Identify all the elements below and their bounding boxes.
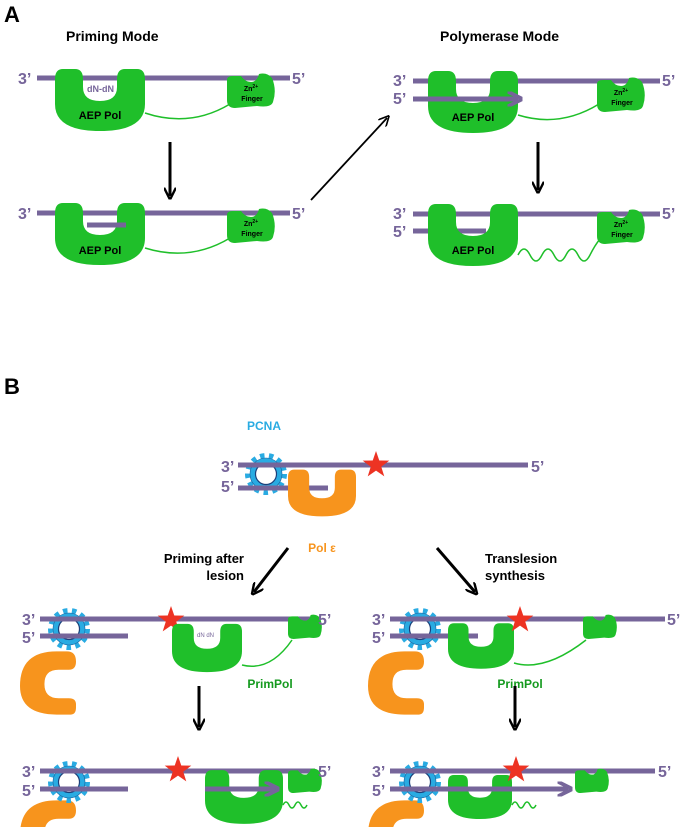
pcna-clamp: [402, 611, 439, 648]
aep-pol-label: AEP Pol: [79, 110, 122, 122]
end-label-5: 5’: [221, 479, 234, 496]
pol-epsilon-shape: [288, 469, 356, 517]
zn-label: Zn2+: [614, 88, 628, 97]
end-label-5: 5’: [662, 73, 675, 90]
arrow-diagonal: [310, 118, 387, 201]
primpol-shape: [205, 770, 283, 824]
arrow-priming: [254, 547, 290, 592]
primpol-tls-2: 3’ 5’ 5’: [368, 756, 671, 827]
finger-label: Finger: [611, 100, 633, 107]
pol-epsilon-shape: [368, 651, 424, 715]
linker: [144, 237, 231, 254]
stalled-fork: PCNA 3’ 5’ 5’ Pol ε: [221, 419, 544, 555]
finger-label: Finger: [241, 96, 263, 103]
linker: [144, 103, 231, 120]
priming-step-2: 3’ 5’ AEP Pol Zn2+ Finger: [18, 203, 305, 265]
primpol-tls-1: 3’ 5’ 5’ PrimPol: [368, 606, 680, 715]
priming-mode-title: Priming Mode: [66, 28, 159, 44]
end-label-5: 5’: [22, 630, 35, 647]
end-label-5: 5’: [372, 783, 385, 800]
pcna-clamp: [51, 611, 88, 648]
end-label-5: 5’: [318, 612, 331, 629]
linker: [517, 103, 600, 121]
aep-pol-label: AEP Pol: [452, 245, 495, 257]
end-label-3: 3’: [372, 764, 385, 781]
pol-epsilon-shape: [20, 651, 76, 715]
end-label-5: 5’: [658, 764, 671, 781]
end-label-5: 5’: [531, 459, 544, 476]
end-label-5: 5’: [662, 206, 675, 223]
end-label-3: 3’: [372, 612, 385, 629]
primpol-label: PrimPol: [247, 677, 292, 691]
finger-label: Finger: [611, 232, 633, 239]
zn-label: Zn2+: [614, 220, 628, 229]
wavy-linker: [517, 238, 601, 262]
finger-label: Finger: [241, 231, 263, 238]
priming-after-lesion-label: Priming after: [164, 551, 244, 566]
polymerase-step-1: 3’ 5’ 5’ AEP Pol Zn2+ Finger: [393, 71, 675, 133]
end-label-5: 5’: [667, 612, 680, 629]
end-label-5: 5’: [393, 91, 406, 108]
end-label-5: 5’: [393, 224, 406, 241]
pol-epsilon-shape: [20, 800, 76, 827]
end-label-5: 5’: [372, 630, 385, 647]
end-label-5: 5’: [22, 783, 35, 800]
end-label-5: 5’: [318, 764, 331, 781]
end-label-3: 3’: [393, 206, 406, 223]
panel-a-label: A: [4, 2, 20, 27]
end-label-3: 3’: [393, 73, 406, 90]
pol-epsilon-shape: [368, 800, 424, 827]
end-label-3: 3’: [221, 459, 234, 476]
wavy-linker: [282, 801, 308, 809]
aep-pol-label: AEP Pol: [79, 245, 122, 257]
end-label-3: 3’: [22, 612, 35, 629]
translesion-synthesis-label: Translesion: [485, 551, 557, 566]
primpol-label: PrimPol: [497, 677, 542, 691]
primpol-repriming-1: 3’ 5’ dN dN 5’ PrimPol: [20, 606, 331, 715]
priming-after-lesion-label: lesion: [206, 568, 244, 583]
lesion-star: [164, 756, 192, 782]
dn-dn-label: dN dN: [197, 633, 214, 639]
primpol-shape: [172, 623, 242, 673]
end-label-5: 5’: [292, 206, 305, 223]
polymerase-step-2: 3’ 5’ 5’ AEP Pol Zn2+ Finger: [393, 204, 675, 266]
polymerase-mode-title: Polymerase Mode: [440, 28, 559, 44]
lesion-star: [362, 451, 390, 477]
linker: [513, 639, 587, 666]
primpol-shape: [448, 774, 512, 820]
pol-epsilon-label: Pol ε: [308, 541, 336, 555]
priming-step-1: 3’ 5’ dN-dN AEP Pol Zn2+ Finger: [18, 69, 305, 131]
zn-label: Zn2+: [244, 219, 258, 228]
end-label-5: 5’: [292, 71, 305, 88]
panel-b-label: B: [4, 374, 20, 399]
dn-dn-label: dN-dN: [87, 84, 114, 94]
end-label-3: 3’: [18, 206, 31, 223]
pcna-label: PCNA: [247, 419, 281, 433]
wavy-linker: [511, 801, 537, 809]
primpol-repriming-2: 3’ 5’ 5’: [20, 756, 331, 827]
zn-label: Zn2+: [244, 84, 258, 93]
end-label-3: 3’: [18, 71, 31, 88]
end-label-3: 3’: [22, 764, 35, 781]
primpol-shape: [448, 623, 514, 669]
linker: [241, 639, 293, 667]
translesion-synthesis-label: synthesis: [485, 568, 545, 583]
aep-pol-label: AEP Pol: [452, 112, 495, 124]
arrow-translesion: [435, 547, 475, 592]
